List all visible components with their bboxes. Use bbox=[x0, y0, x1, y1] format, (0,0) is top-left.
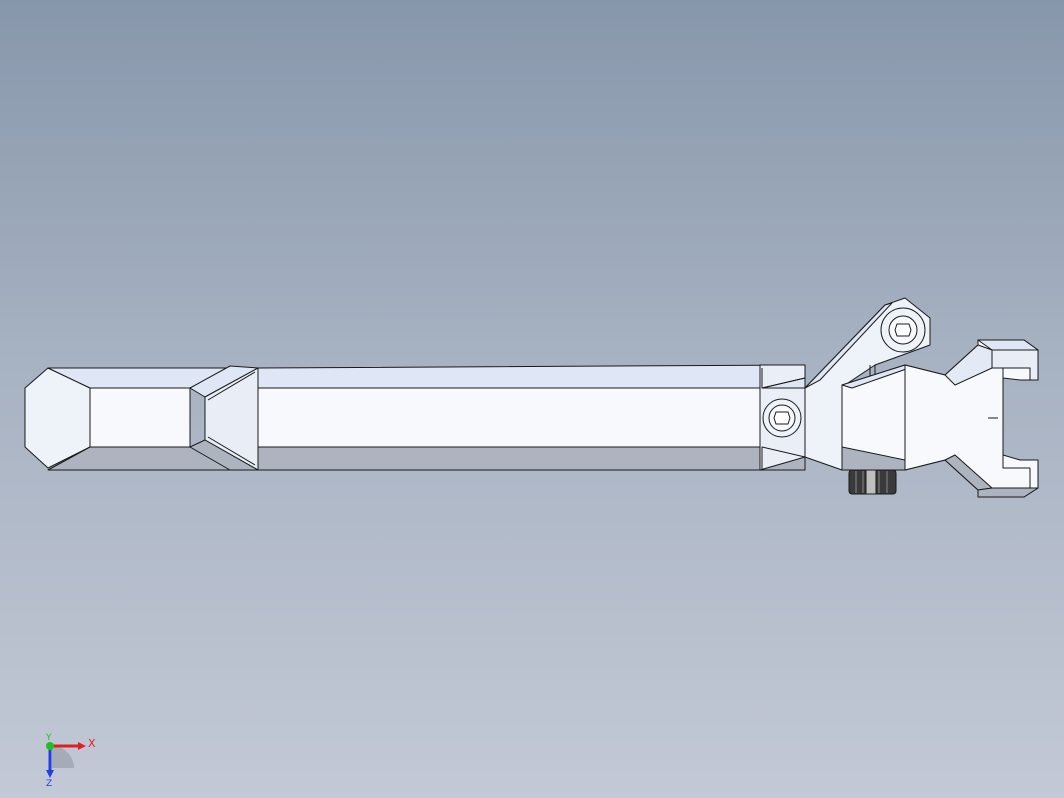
v-groove-notch bbox=[189, 365, 259, 471]
z-axis-label: Z bbox=[46, 779, 52, 788]
jaw-head[interactable] bbox=[904, 339, 1039, 498]
knurled-nut[interactable] bbox=[848, 469, 897, 495]
pivot-bolt-lower[interactable] bbox=[762, 398, 802, 438]
y-axis-label: Y bbox=[45, 733, 52, 743]
pivot-bolt-upper[interactable] bbox=[880, 307, 926, 353]
coordinate-triad: X Y Z bbox=[45, 733, 96, 788]
y-axis-dot bbox=[46, 742, 54, 750]
x-axis-label: X bbox=[88, 737, 96, 750]
triad-shading bbox=[52, 746, 74, 768]
x-axis-arrowhead bbox=[78, 742, 86, 750]
z-axis-arrowhead bbox=[46, 770, 54, 778]
main-beam[interactable] bbox=[257, 364, 806, 471]
